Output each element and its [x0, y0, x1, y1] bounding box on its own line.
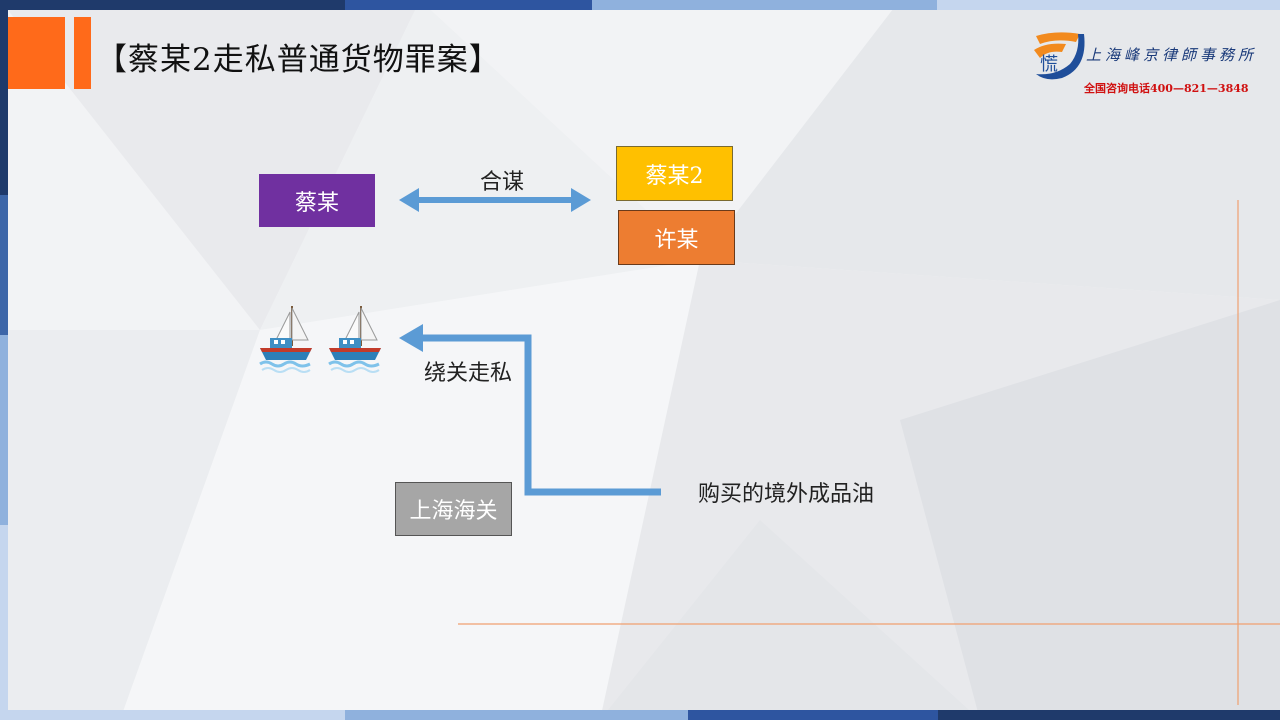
party-label-caimou: 蔡某: [294, 190, 339, 216]
firm-phone: 全国咨询电话400—821—3848: [1084, 82, 1249, 95]
firm-name: 上海峰京律師事務所: [1086, 46, 1258, 64]
ship-icon: [259, 306, 312, 373]
party-box-caimou2: 蔡某2: [616, 146, 733, 201]
smuggling-route-arrow: [399, 324, 661, 496]
customs-label: 上海海关: [409, 499, 498, 524]
title-accent-bar-1: [8, 17, 65, 89]
title-accent-bar-2: [74, 17, 91, 89]
ship-icon: [328, 306, 381, 373]
conspiracy-label: 合谋: [480, 170, 525, 195]
oil-label: 购买的境外成品油: [698, 482, 875, 507]
conspiracy-arrow: [399, 188, 591, 212]
smuggling-label: 绕关走私: [424, 361, 513, 386]
party-label-caimou2: 蔡某2: [645, 163, 704, 189]
firm-logo-icon: 慌: [1034, 32, 1085, 80]
party-box-caimou: 蔡某: [259, 174, 375, 227]
party-box-xumou: 许某: [618, 210, 735, 265]
logo-mark-text: 慌: [1040, 54, 1058, 75]
party-label-xumou: 许某: [654, 227, 699, 253]
page-title: 【蔡某2走私普通货物罪案】: [96, 42, 501, 78]
customs-box: 上海海关: [395, 482, 512, 536]
